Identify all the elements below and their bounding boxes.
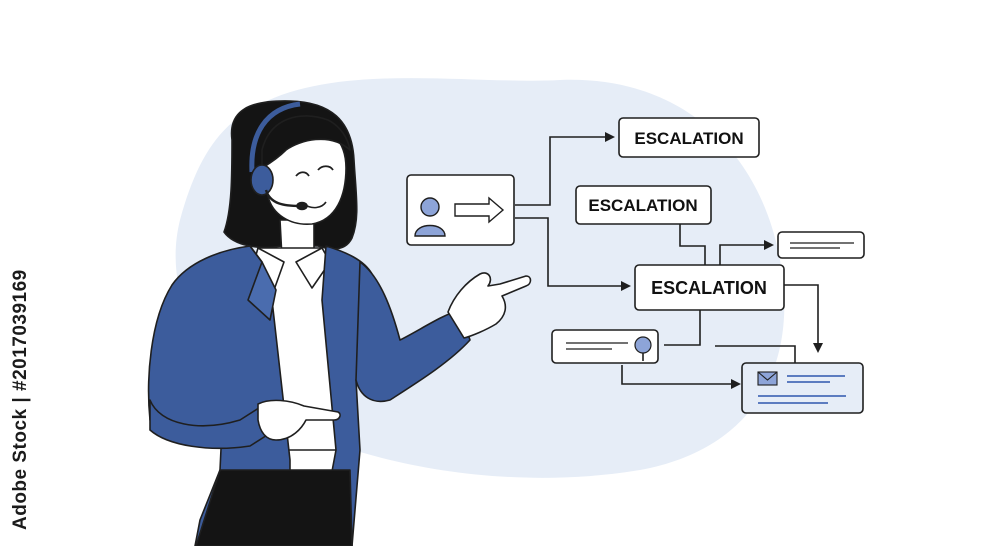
pointing-hand <box>447 272 532 339</box>
map-pin-icon <box>634 336 652 361</box>
arrow-right-icon <box>454 196 505 224</box>
escalation-node: ESCALATION <box>618 117 760 158</box>
headset-icon <box>249 101 308 211</box>
support-agent-figure <box>147 100 532 546</box>
pants <box>195 469 353 546</box>
stock-id-label: Adobe Stock | #2017039169 <box>10 269 31 530</box>
note-card <box>777 231 865 259</box>
email-card <box>741 362 864 414</box>
arrow-heads <box>605 132 823 389</box>
escalation-label: ESCALATION <box>651 278 767 298</box>
hand <box>257 399 341 441</box>
escalation-label: ESCALATION <box>588 196 697 215</box>
escalation-node: ESCALATION <box>575 185 712 225</box>
location-card <box>551 329 659 364</box>
escalation-label: ESCALATION <box>634 129 743 148</box>
escalation-node: ESCALATION <box>634 264 785 311</box>
mail-icon <box>757 371 778 386</box>
flow-connectors <box>515 136 819 385</box>
user-icon <box>414 197 446 237</box>
user-card <box>406 174 515 246</box>
